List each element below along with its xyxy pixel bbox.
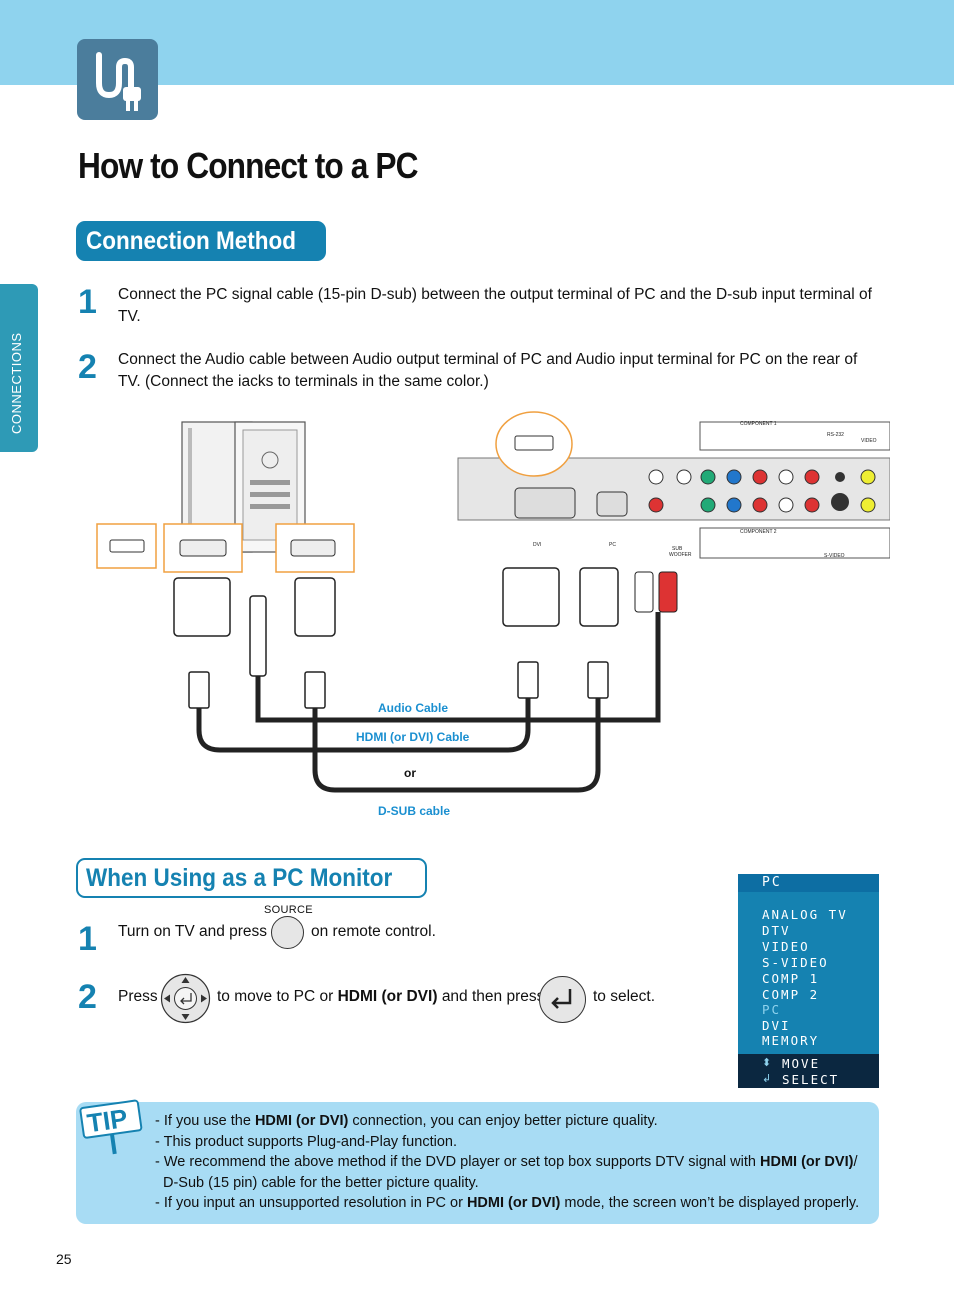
tip-sign-label: TIP <box>85 1103 129 1138</box>
step-text: on remote control. <box>311 923 436 940</box>
tip-line: - This product supports Plug-and-Play fu… <box>155 1134 457 1150</box>
navigation-pad-icon <box>160 973 211 1024</box>
step-text: Connect the Audio cable between Audio ou… <box>118 349 857 393</box>
step-text-line: TV. (Connect the iacks to terminals in t… <box>118 373 489 390</box>
step-text: to move to PC or HDMI (or DVI) and then … <box>217 986 544 1008</box>
dsub-connector-icon <box>579 567 619 627</box>
side-tab-connections: CONNECTIONS <box>0 284 38 452</box>
panel-label: WOOFER <box>669 552 692 558</box>
step-text: Connect the PC signal cable (15-pin D-su… <box>118 284 872 328</box>
enter-button-icon <box>539 976 586 1023</box>
hdmi-callout-left <box>96 523 157 569</box>
section-title: When Using as a PC Monitor <box>86 864 393 892</box>
osd-item: DVI <box>762 1018 791 1033</box>
panel-label: COMPONENT 1 <box>740 421 777 427</box>
hdmi-port-icon <box>514 435 554 451</box>
dsub-cable-label: D-SUB cable <box>378 804 451 818</box>
tip-line: - If you use the HDMI (or DVI) connectio… <box>155 1111 658 1131</box>
step-text-line: Connect the Audio cable between Audio ou… <box>118 351 858 368</box>
osd-item: S-VIDEO <box>762 955 829 970</box>
hdmi-cable-label: HDMI (or DVI) Cable <box>356 730 470 744</box>
panel-label: S-VIDEO <box>824 553 845 559</box>
rca-red-plug-icon <box>658 571 678 613</box>
panel-label: SUB <box>672 546 683 552</box>
connection-diagram: COMPONENT 1 COMPONENT 2 RS-232 VIDEO S-V… <box>90 400 891 830</box>
tip-text: mode, the screen won’t be displayed prop… <box>564 1195 860 1211</box>
step-number: 2 <box>78 348 97 386</box>
osd-item: MEMORY <box>762 1033 820 1048</box>
step-number: 2 <box>78 978 97 1016</box>
osd-footer-item: SELECT <box>782 1072 840 1087</box>
dvi-connector-icon <box>502 567 560 627</box>
step-text: Press <box>118 988 158 1005</box>
or-label: or <box>404 766 416 780</box>
osd-item: VIDEO <box>762 939 810 954</box>
osd-footer: ⬍ MOVE ↲ SELECT <box>738 1054 879 1088</box>
side-tab-label: CONNECTIONS <box>9 332 24 434</box>
connection-diagram-drawing: COMPONENT 1 COMPONENT 2 RS-232 VIDEO S-V… <box>96 411 891 793</box>
osd-item: DTV <box>762 923 791 938</box>
panel-label: COMPONENT 2 <box>740 529 777 535</box>
panel-label: RS-232 <box>827 432 844 438</box>
osd-title: PC <box>762 875 782 890</box>
panel-label: VIDEO <box>861 438 877 444</box>
dvi-connector-icon <box>173 577 231 637</box>
section-title: Connection Method <box>86 227 296 255</box>
page-number: 25 <box>56 1251 72 1267</box>
osd-item: COMP 1 <box>762 971 820 986</box>
step-number: 1 <box>78 920 97 958</box>
step-text: to select. <box>593 988 656 1005</box>
panel-label: PC <box>609 542 616 548</box>
audio-jack-icon <box>249 595 267 677</box>
panel-label: DVI <box>533 542 541 548</box>
plug-icon <box>77 39 158 120</box>
source-button-icon <box>271 916 304 949</box>
audio-cable-line <box>255 612 661 723</box>
tip-text-bold: HDMI (or DVI) <box>466 1195 561 1211</box>
step-text-line: Connect the PC signal cable (15-pin D-su… <box>118 286 872 303</box>
step-text-part: and then press <box>441 988 545 1005</box>
tip-text: - If you input an unsupported resolution… <box>155 1195 463 1211</box>
tip-line: D-Sub (15 pin) cable for the better pict… <box>163 1175 479 1191</box>
dsub-port-icon <box>290 539 336 557</box>
osd-item: COMP 2 <box>762 987 820 1002</box>
tip-sign-icon: TIP <box>78 1096 146 1158</box>
tip-box <box>76 1102 879 1224</box>
rca-white-plug-icon <box>634 571 654 613</box>
hdmi-port-icon <box>109 539 145 553</box>
tip-text: - We recommend the above method if the D… <box>155 1154 756 1170</box>
tip-text: - If you use the <box>155 1113 251 1129</box>
tv-rear-panel: COMPONENT 1 COMPONENT 2 RS-232 VIDEO S-V… <box>457 421 891 559</box>
step-number: 1 <box>78 283 97 321</box>
step-text-bold: HDMI (or DVI) <box>337 988 438 1005</box>
section-pc-monitor: When Using as a PC Monitor <box>76 858 427 898</box>
header-band <box>0 0 954 85</box>
osd-footer-item: MOVE <box>782 1056 821 1071</box>
up-down-arrow-icon: ⬍ <box>762 1057 772 1069</box>
audio-cable-label: Audio Cable <box>378 701 449 715</box>
tip-line: - If you input an unsupported resolution… <box>155 1193 859 1213</box>
osd-title-bar: PC <box>738 874 879 892</box>
step-text: Turn on TV and press <box>118 923 268 940</box>
osd-item-selected: PC <box>762 1002 782 1017</box>
osd-source-menu: PC ANALOG TV DTV VIDEO S-VIDEO COMP 1 CO… <box>738 874 879 1088</box>
header-divider <box>0 85 954 86</box>
dsub-connector-icon <box>294 577 336 637</box>
tip-line: - We recommend the above method if the D… <box>155 1152 857 1172</box>
tip-text-bold: HDMI (or DVI) <box>760 1154 854 1170</box>
osd-item: ANALOG TV <box>762 907 848 922</box>
step-text-part: to move to PC or <box>217 988 334 1005</box>
tip-text: connection, you can enjoy better picture… <box>352 1113 658 1129</box>
enter-arrow-icon: ↲ <box>762 1073 772 1085</box>
dvi-port-icon <box>179 539 227 557</box>
hdmi-cable-line <box>196 698 531 753</box>
step-text-line: TV. <box>118 308 141 325</box>
section-connection-method: Connection Method <box>76 221 326 261</box>
tip-text-bold: HDMI (or DVI) <box>254 1113 349 1129</box>
tip-text: / <box>853 1154 858 1170</box>
source-button-label: SOURCE <box>264 904 313 916</box>
dsub-cable-line <box>312 698 601 793</box>
page-title: How to Connect to a PC <box>78 145 419 186</box>
